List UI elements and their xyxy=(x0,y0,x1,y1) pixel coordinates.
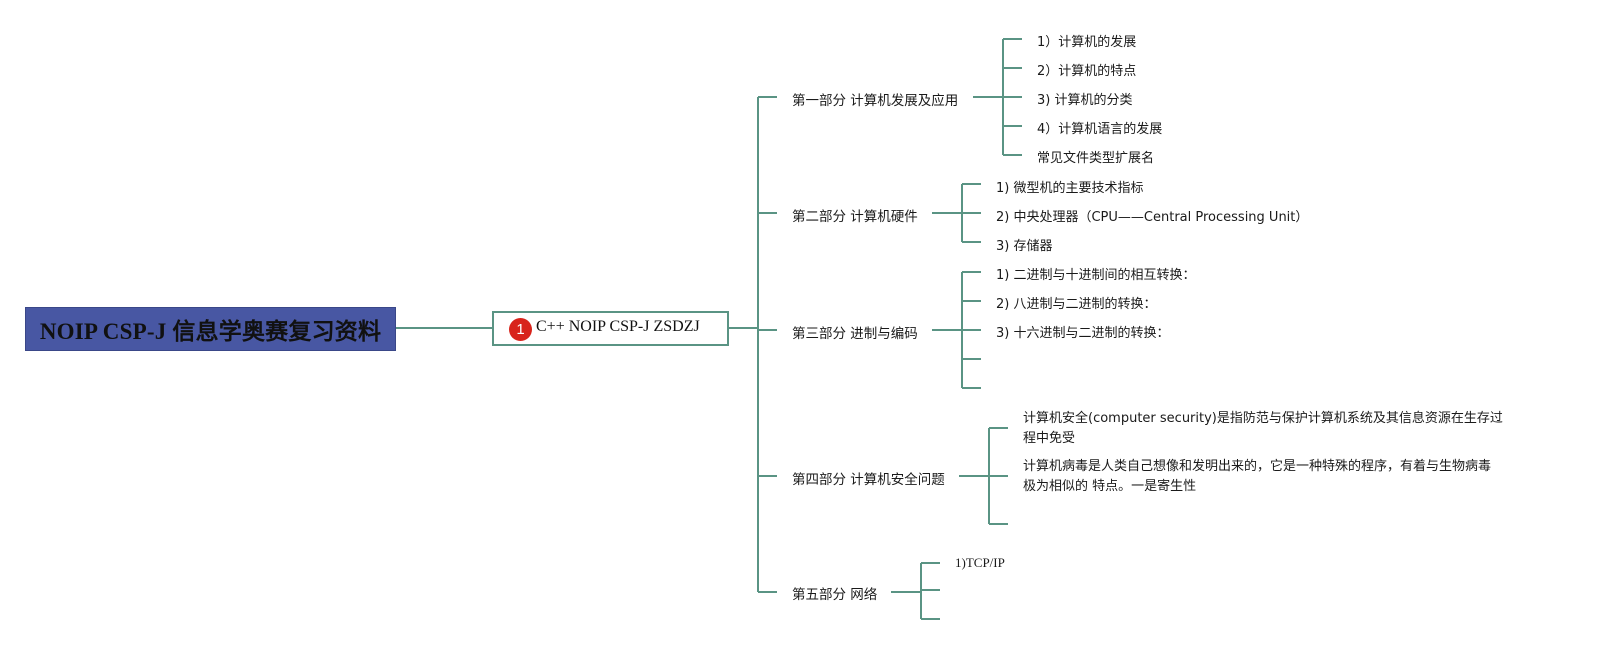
section-2-item[interactable]: 1) 微型机的主要技术指标 xyxy=(996,181,1144,196)
root-title: NOIP CSP-J 信息学奥赛复习资料 xyxy=(39,319,382,344)
section-1-item[interactable]: 3) 计算机的分类 xyxy=(1037,93,1133,108)
section-5-item[interactable]: 1)TCP/IP xyxy=(955,555,1005,570)
section-2-item[interactable]: 3) 存储器 xyxy=(996,239,1053,254)
section-4-label[interactable]: 第四部分 计算机安全问题 xyxy=(792,472,945,488)
section-2-item[interactable]: 2) 中央处理器（CPU——Central Processing Unit） xyxy=(996,210,1309,225)
section-1-item[interactable]: 4）计算机语言的发展 xyxy=(1037,122,1163,137)
section-3-item[interactable]: 2) 八进制与二进制的转换： xyxy=(996,297,1157,312)
section-3-item[interactable]: 3) 十六进制与二进制的转换： xyxy=(996,326,1170,341)
section-3-item[interactable]: 1) 二进制与十进制间的相互转换： xyxy=(996,268,1196,283)
priority-badge: 1 xyxy=(509,318,532,341)
section-2-label[interactable]: 第二部分 计算机硬件 xyxy=(792,209,918,225)
section-1-item[interactable]: 常见文件类型扩展名 xyxy=(1037,151,1155,166)
main-topic-label: C++ NOIP CSP-J ZSDZJ xyxy=(536,318,700,335)
section-3-label[interactable]: 第三部分 进制与编码 xyxy=(792,326,918,342)
root-topic[interactable]: NOIP CSP-J 信息学奥赛复习资料 xyxy=(25,307,396,351)
section-1-item[interactable]: 2）计算机的特点 xyxy=(1037,64,1137,79)
section-5-label[interactable]: 第五部分 网络 xyxy=(792,587,878,603)
section-4-item[interactable]: 计算机安全(computer security)是指防范与保护计算机系统及其信息… xyxy=(1023,411,1503,446)
section-4-item[interactable]: 计算机病毒是人类自己想像和发明出来的，它是一种特殊的程序，有着与生物病毒极为相似… xyxy=(1023,459,1492,494)
section-1-label[interactable]: 第一部分 计算机发展及应用 xyxy=(792,93,959,109)
section-1-item[interactable]: 1）计算机的发展 xyxy=(1037,35,1137,50)
main-topic-node[interactable]: 1 C++ NOIP CSP-J ZSDZJ xyxy=(492,311,729,346)
